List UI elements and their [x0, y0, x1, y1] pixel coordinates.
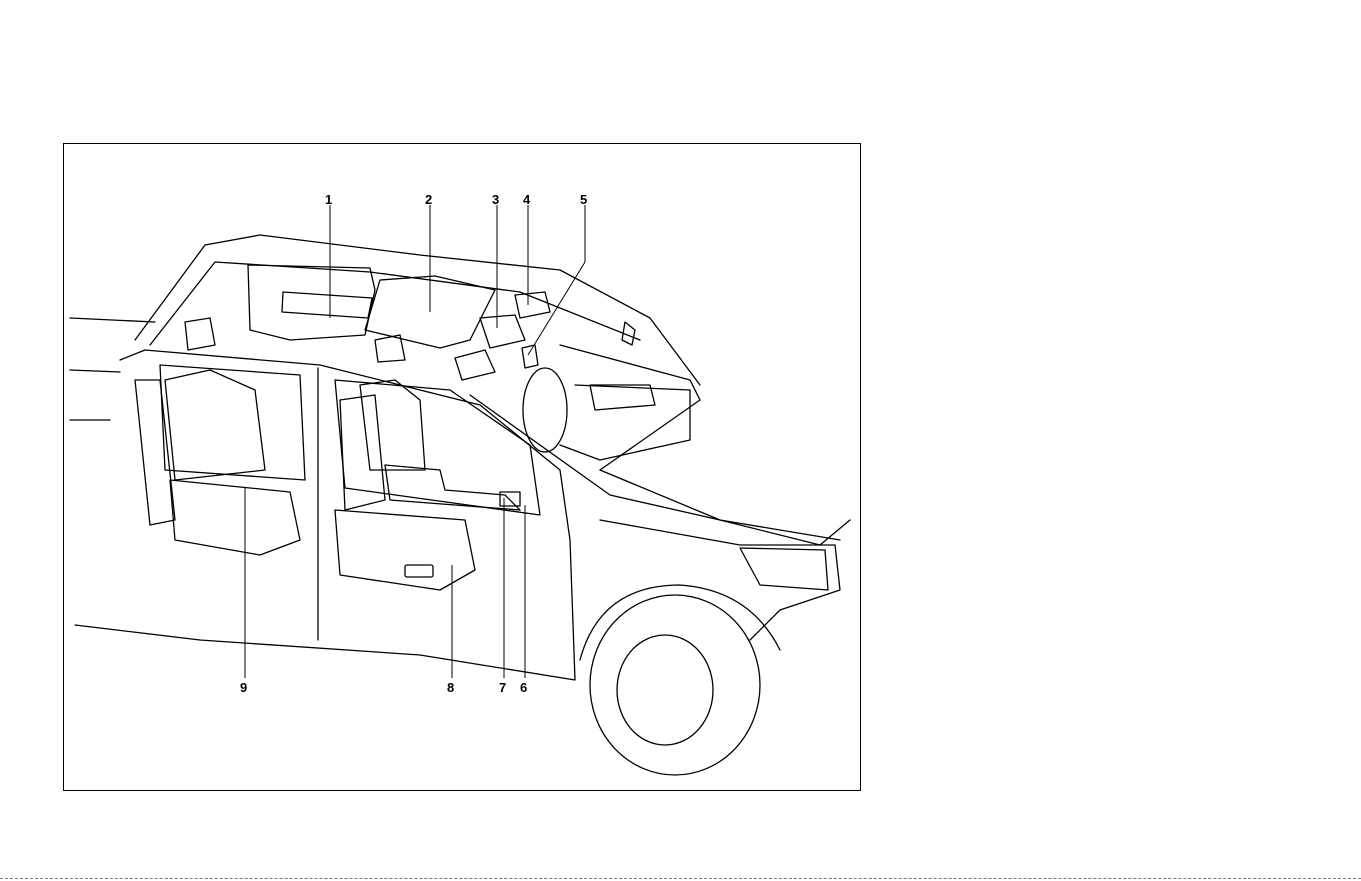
rearview-mirror [455, 350, 495, 380]
console-switch [500, 492, 520, 506]
roof-outline [135, 235, 700, 385]
callout-5: 5 [580, 192, 587, 207]
door-frame-outer [75, 350, 575, 680]
callout-2: 2 [425, 192, 432, 207]
wheel-arch [580, 585, 780, 660]
front-seat-cushion [335, 510, 475, 590]
rear-headrest [185, 318, 215, 350]
door-opening-rear [160, 365, 305, 480]
sunroof-opening [248, 265, 375, 340]
bed-rail-top [70, 318, 155, 322]
dashboard [560, 385, 690, 460]
rear-seat-cushion [170, 480, 300, 555]
callout-7: 7 [499, 680, 506, 695]
rear-seat-side [135, 380, 175, 525]
front-bumper [600, 520, 840, 640]
roof-inner-line [150, 262, 640, 345]
leader-5-diag [528, 262, 585, 355]
overhead-unit-3 [480, 315, 525, 348]
hood-outline [600, 470, 850, 545]
map-light [282, 292, 372, 318]
page-bottom-rule [0, 878, 1361, 879]
callout-1: 1 [325, 192, 332, 207]
callout-9: 9 [240, 680, 247, 695]
callout-4: 4 [523, 192, 531, 207]
steering-wheel [523, 368, 567, 452]
callout-6: 6 [520, 680, 527, 695]
door-opening-front [335, 380, 540, 515]
headlight [740, 548, 828, 590]
front-tire [590, 595, 760, 775]
instrument-cluster [590, 385, 655, 410]
callout-3: 3 [492, 192, 499, 207]
driver-seat-back [360, 380, 425, 470]
callout-8: 8 [447, 680, 454, 695]
dome-light [522, 345, 538, 368]
bed-rail-mid [70, 370, 120, 372]
rear-seat-back [165, 370, 265, 480]
seat-adjust-switch [405, 565, 433, 577]
front-rim [617, 635, 713, 745]
overhead-unit-4 [515, 292, 550, 318]
